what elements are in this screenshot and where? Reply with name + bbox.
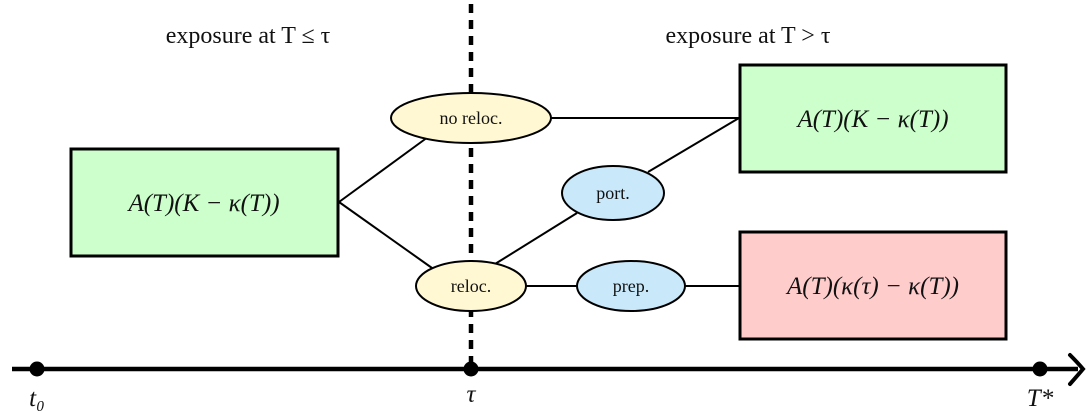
edge-left-box-to-no-reloc <box>338 136 429 203</box>
edge-left-box-to-reloc <box>338 201 433 269</box>
no-reloc-node: no reloc. <box>390 92 552 144</box>
prep-label: prep. <box>613 276 649 296</box>
left-box: A(T)(K − κ(T)) <box>69 147 340 258</box>
tick-tstar-dot <box>1032 361 1048 377</box>
tick-t0-label: t₀ <box>29 385 45 412</box>
header-left: exposure at T ≤ τ <box>166 23 331 49</box>
edge-reloc-to-port <box>494 212 578 265</box>
tick-tstar-label: T* <box>1027 385 1054 412</box>
edges <box>338 117 740 287</box>
top-right-box: A(T)(K − κ(T)) <box>738 63 1008 174</box>
edge-port-to-top-right-box <box>647 117 740 173</box>
bottom-right-box-label: A(T)(κ(τ) − κ(T)) <box>785 273 959 300</box>
bottom-right-box: A(T)(κ(τ) − κ(T)) <box>738 230 1008 341</box>
top-right-box-label: A(T)(K − κ(T)) <box>795 106 948 133</box>
port-node: port. <box>561 165 665 221</box>
left-box-label: A(T)(K − κ(T)) <box>126 190 279 217</box>
no-reloc-label: no reloc. <box>440 108 503 128</box>
header-right: exposure at T > τ <box>666 23 831 49</box>
tick-tau-label: τ <box>467 381 477 408</box>
tick-tau-dot <box>463 361 479 377</box>
timeline-axis: t₀ τ T* <box>12 353 1086 412</box>
prep-node: prep. <box>576 260 686 312</box>
port-label: port. <box>596 183 630 203</box>
reloc-node: reloc. <box>415 260 527 312</box>
tick-t0-dot <box>29 361 45 377</box>
reloc-label: reloc. <box>451 276 491 296</box>
timeline-arrowhead-icon <box>1068 353 1086 386</box>
